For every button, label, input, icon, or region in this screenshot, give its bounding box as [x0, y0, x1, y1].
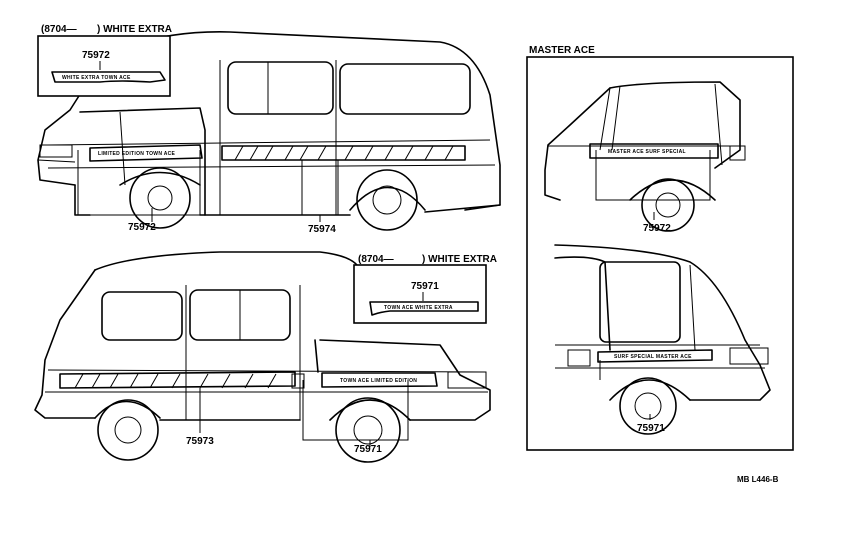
callout-75972-front: 75972 — [128, 222, 156, 233]
inset-top-header-prefix: (8704— — [41, 24, 77, 35]
town-ace-van-front-view: LIMITED EDITION TOWN ACE — [37, 31, 501, 231]
inset-bottom-decal-text: TOWN ACE WHITE EXTRA — [384, 305, 453, 311]
inset-bottom-header-suffix: ) WHITE EXTRA — [422, 254, 497, 265]
master-ace-front-decal-text: MASTER ACE SURF SPECIAL — [608, 149, 686, 155]
rear-decal-text: TOWN ACE LIMITED EDITION — [340, 378, 417, 384]
callout-75973-body: 75973 — [186, 436, 214, 447]
inset-top-decal-text: WHITE EXTRA TOWN ACE — [62, 75, 131, 81]
inset-top-part-number: 75972 — [82, 50, 110, 61]
master-ace-rear-decal-text: SURF SPECIAL MASTER ACE — [614, 354, 692, 360]
master-ace-rear-view: SURF SPECIAL MASTER ACE — [554, 244, 771, 435]
callout-75971-rear: 75971 — [354, 444, 382, 455]
town-ace-van-rear-view: TOWN ACE LIMITED EDITION — [34, 251, 491, 463]
inset-white-extra-bottom: (8704— ) WHITE EXTRA 75971 TOWN ACE WHIT… — [353, 254, 497, 324]
callout-75971-master-ace: 75971 — [637, 423, 665, 434]
inset-bottom-header-prefix: (8704— — [358, 254, 394, 265]
callout-75974-body: 75974 — [308, 224, 336, 235]
callout-75972-master-ace: 75972 — [643, 223, 671, 234]
inset-top-header-suffix: ) WHITE EXTRA — [97, 24, 172, 35]
front-decal-text: LIMITED EDITION TOWN ACE — [98, 151, 176, 157]
master-ace-title: MASTER ACE — [529, 45, 595, 56]
inset-bottom-part-number: 75971 — [411, 281, 439, 292]
inset-white-extra-top: (8704— ) WHITE EXTRA 75972 WHITE EXTRA T… — [37, 24, 172, 97]
master-ace-front-view: MASTER ACE SURF SPECIAL — [544, 81, 746, 232]
master-ace-panel: MASTER ACE MASTER ACE SURF SPECIAL 75972 — [526, 45, 794, 451]
footer-code: MB L446-B — [737, 475, 779, 484]
